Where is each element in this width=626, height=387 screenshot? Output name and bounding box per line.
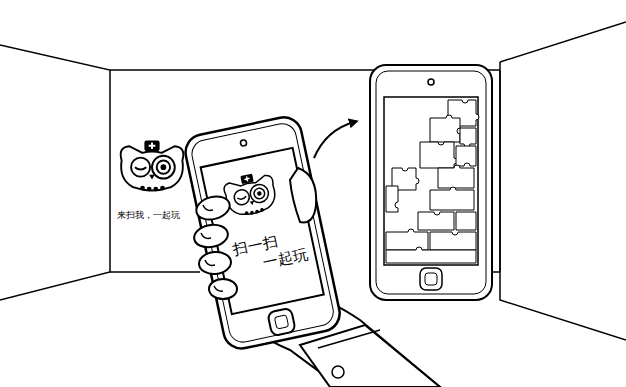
room-walls xyxy=(0,22,626,340)
curved-arrow xyxy=(314,122,354,158)
wall-caption: 来扫我，一起玩 xyxy=(117,211,180,220)
right-phone xyxy=(370,65,492,300)
fingers xyxy=(192,168,316,299)
puzzle-pieces xyxy=(386,100,479,263)
hand-phone xyxy=(182,114,343,352)
owl-logo xyxy=(121,141,184,192)
